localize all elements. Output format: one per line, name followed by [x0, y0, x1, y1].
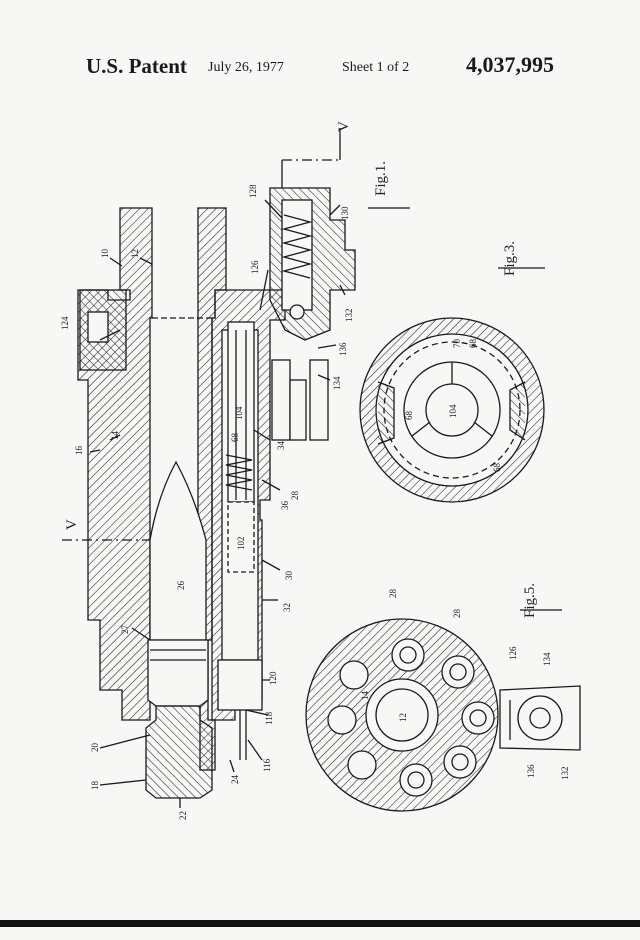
ref-numeral: 132	[560, 767, 570, 781]
ref-numeral: 70	[452, 339, 462, 349]
ref-numeral: 28	[290, 491, 300, 501]
ref-numeral: 12	[130, 249, 140, 258]
ref-numeral: 134	[332, 376, 342, 390]
figure-5	[305, 609, 581, 812]
ref-numeral: 128	[248, 184, 258, 198]
fig3-numerals: 70 68 68 104 68	[404, 339, 502, 473]
bottom-border	[0, 920, 640, 927]
ref-numeral: 68	[404, 411, 414, 421]
ref-numeral: 10	[100, 249, 110, 259]
ref-numeral: 68	[492, 463, 502, 473]
ref-numeral: 126	[508, 646, 518, 660]
ref-numeral: 68	[468, 339, 478, 349]
ref-numeral: 118	[264, 711, 274, 725]
ref-numeral: 27	[120, 625, 130, 635]
section-marker-left: V	[64, 519, 80, 530]
sheet-number: Sheet 1 of 2	[342, 60, 410, 75]
ref-numeral: 28	[388, 589, 398, 599]
fig1-numerals: 10 12 124 14 16 26 27 20 18 22 24 116 11…	[60, 184, 354, 820]
ref-numeral: 36	[280, 501, 290, 511]
figure-1	[62, 128, 410, 808]
ref-numeral: 16	[74, 446, 84, 456]
ref-numeral: 104	[448, 404, 458, 418]
ref-numeral: 136	[526, 764, 536, 778]
ref-numeral: 34	[276, 441, 286, 451]
ref-numeral: 126	[250, 260, 260, 274]
ref-numeral: 28	[452, 609, 462, 619]
figure-5-label: Fig.5.	[522, 583, 538, 618]
ref-numeral: 26	[176, 581, 186, 591]
ref-numeral: 20	[90, 743, 100, 753]
ref-numeral: 68	[230, 433, 240, 443]
ref-numeral: 30	[284, 571, 294, 581]
ref-numeral: 134	[542, 652, 552, 666]
page-header: U.S. Patent July 26, 1977 Sheet 1 of 2 4…	[0, 52, 640, 86]
figure-1-label: Fig.1.	[373, 161, 389, 196]
ref-numeral: 24	[230, 775, 240, 785]
ref-numeral: 12	[398, 713, 408, 722]
ref-numeral: 116	[262, 758, 272, 772]
patent-title: U.S. Patent	[86, 54, 187, 78]
ref-numeral: 104	[234, 406, 244, 420]
ref-numeral: 14	[110, 431, 120, 441]
ref-numeral: 136	[338, 342, 348, 356]
ref-numeral: 32	[282, 603, 292, 612]
patent-date: July 26, 1977	[208, 60, 284, 75]
ref-numeral: 14	[360, 691, 370, 701]
ref-numeral: 102	[236, 537, 246, 551]
ref-numeral: 120	[268, 671, 278, 685]
section-marker-top: V	[336, 121, 352, 132]
ref-numeral: 130	[340, 206, 350, 220]
ref-numeral: 18	[90, 781, 100, 791]
fig5-numerals: 28 28 14 12 126 134 136 132	[360, 589, 570, 781]
figure-3	[359, 267, 545, 503]
patent-number: 4,037,995	[466, 52, 554, 77]
ref-numeral: 22	[178, 811, 188, 820]
ref-numeral: 124	[60, 316, 70, 330]
ref-numeral: 132	[344, 309, 354, 323]
figure-3-label: Fig.3.	[502, 241, 518, 276]
